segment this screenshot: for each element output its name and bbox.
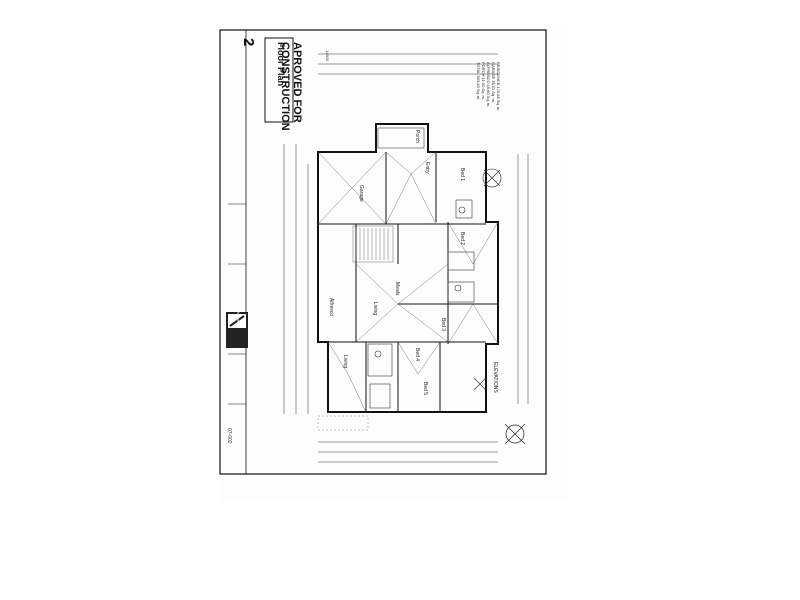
approval-line-1: APROVED FOR [291,42,303,123]
room-entry: Entry [424,162,430,174]
walls [317,123,499,413]
dimension-lines [283,53,529,463]
driveway [317,415,369,431]
room-porch: Porch [414,130,420,144]
room-bed3: Bed 3 [440,318,446,332]
room-lounge: Living [342,355,348,369]
approval-stamp [264,37,294,123]
sheet-border [219,29,547,475]
area-schedule: RESIDENCE 170.85 Sq. m. GARAGE 36.03 Sq.… [476,62,501,111]
room-garage: Garage [358,185,364,202]
porch-outline [377,127,425,149]
room-alfresco: Alfresco [328,298,334,317]
room-bed1: Bed 1 [459,168,465,182]
approval-text: APROVED FOR CONSTRUCTION [279,42,303,131]
drawing-number: 07-002 [226,428,232,444]
area-row: TOTAL 503.45 Sq. m. [476,62,481,101]
top-dimension: 14800 [325,50,330,62]
elevation-markers [473,168,502,391]
room-bed2: Bed 2 [459,232,465,246]
drawing-sheet [218,24,568,502]
elevations-label: ELEVATIONS [492,362,498,393]
approval-line-2: CONSTRUCTION [279,42,291,131]
room-bed4: Bed 4 [414,348,420,362]
kitchen-hatch [352,225,394,263]
logo-text: homes [236,312,241,325]
room-living: Living [372,302,378,316]
area-row: RESIDENCE 170.85 Sq. m. [496,62,501,112]
bathroom-fixtures [367,199,475,409]
roof-lines [317,151,499,413]
sheet-number: 2 [240,38,257,47]
room-bed5: Bed 5 [422,382,428,396]
north-compass [504,423,526,445]
floor-plan-drawing [219,29,547,475]
room-meals: Meals [394,282,400,296]
area-row: ALFRESCO 16.80 Sq. m. [486,62,491,108]
